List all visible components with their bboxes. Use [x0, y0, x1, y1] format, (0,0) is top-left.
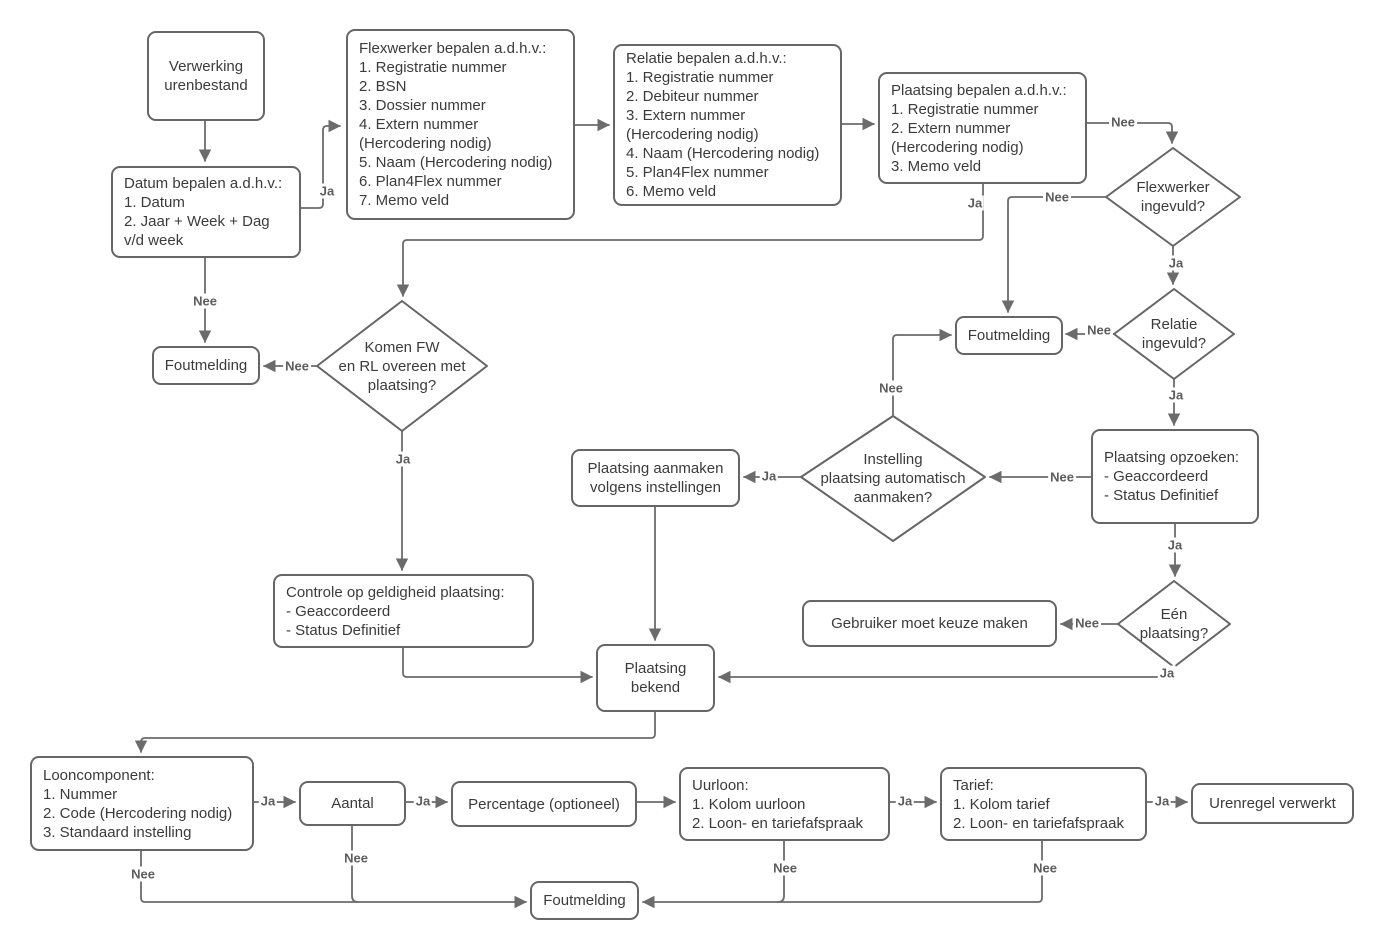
shape-plaatsing-bekend — [596, 644, 715, 712]
edge-instelling-foutmelding-nee — [892, 328, 952, 417]
edge-label-nee-komen-fw: Nee — [283, 358, 311, 374]
shape-plaatsing-opzoeken — [1091, 429, 1259, 524]
edge-plaatsing-komenfw-ja — [396, 182, 984, 297]
shape-verwerking — [147, 31, 265, 121]
edge-label-ja-opzoeken: Ja — [1165, 537, 1185, 553]
edge-eenplaatsing-bekend-ja — [718, 666, 1175, 684]
shape-flexwerker — [346, 29, 575, 220]
edge-label-ja-instelling: Ja — [759, 468, 779, 484]
edge-label-ja-komen-fw: Ja — [393, 451, 413, 467]
edge-label-nee-uurloon: Nee — [771, 860, 799, 876]
shape-flexwerker-ingevuld — [1105, 147, 1241, 247]
shape-uurloon — [679, 767, 890, 841]
edge-label-nee-opzoeken: Nee — [1048, 469, 1076, 485]
shape-instelling — [800, 415, 986, 542]
edge-uurloon-foutmelding-nee — [777, 839, 785, 903]
shape-controle — [273, 574, 534, 648]
edge-label-nee-een-plaatsing: Nee — [1073, 615, 1101, 631]
shape-tarief — [940, 767, 1147, 841]
edge-label-ja-tarief: Ja — [1152, 793, 1172, 809]
edge-label-ja-uurloon: Ja — [895, 793, 915, 809]
edge-tarief-foutmelding-nee — [642, 839, 1043, 909]
edge-label-nee-plaatsing: Nee — [1109, 114, 1137, 130]
edge-aantal-foutmelding-nee — [351, 824, 359, 903]
edge-label-nee-flexwerker-ingevuld: Nee — [1043, 189, 1071, 205]
shape-datum — [111, 166, 301, 258]
shape-komen-fw — [316, 300, 488, 432]
edge-label-nee-instelling: Nee — [877, 380, 905, 396]
edge-controle-bekend — [402, 646, 593, 684]
edge-flexwingevuld-foutmelding-nee — [1001, 196, 1107, 313]
shape-foutmelding-rechts — [955, 316, 1063, 355]
shape-percentage — [451, 781, 637, 827]
shape-urenregel — [1191, 783, 1354, 824]
edge-label-nee-aantal: Nee — [342, 850, 370, 866]
edge-label-ja-relatie-ingevuld: Ja — [1166, 387, 1186, 403]
shape-relatie — [613, 44, 842, 206]
edge-label-nee-relatie-ingevuld: Nee — [1085, 322, 1113, 338]
edge-label-ja-looncomponent: Ja — [258, 793, 278, 809]
shape-foutmelding-onder — [530, 881, 639, 920]
shape-foutmelding-links — [152, 346, 260, 385]
shape-gebruiker — [802, 600, 1057, 647]
edge-bekend-looncomponent — [134, 710, 656, 753]
edge-label-ja-flexwerker-ingevuld: Ja — [1166, 255, 1186, 271]
edge-plaatsing-flexwingevuld-nee — [1085, 122, 1179, 144]
edge-label-ja-datum: Ja — [317, 183, 337, 199]
edge-label-nee-tarief: Nee — [1031, 860, 1059, 876]
shape-looncomponent — [30, 756, 254, 851]
edge-label-ja-een-plaatsing: Ja — [1157, 665, 1177, 681]
shape-een-plaatsing — [1117, 580, 1231, 668]
edge-label-ja-aantal: Ja — [413, 793, 433, 809]
edge-datum-flexwerker-ja — [299, 119, 341, 209]
shape-plaatsing-bepalen — [878, 72, 1087, 184]
edge-looncomponent-foutmelding-nee — [140, 849, 527, 909]
shape-aantal — [299, 781, 406, 826]
edge-label-ja-plaatsing: Ja — [965, 195, 985, 211]
shape-plaatsing-aanmaken — [571, 449, 740, 507]
shape-relatie-ingevuld — [1113, 288, 1235, 380]
edge-label-nee-looncomponent: Nee — [129, 866, 157, 882]
edge-label-nee-datum: Nee — [191, 293, 219, 309]
